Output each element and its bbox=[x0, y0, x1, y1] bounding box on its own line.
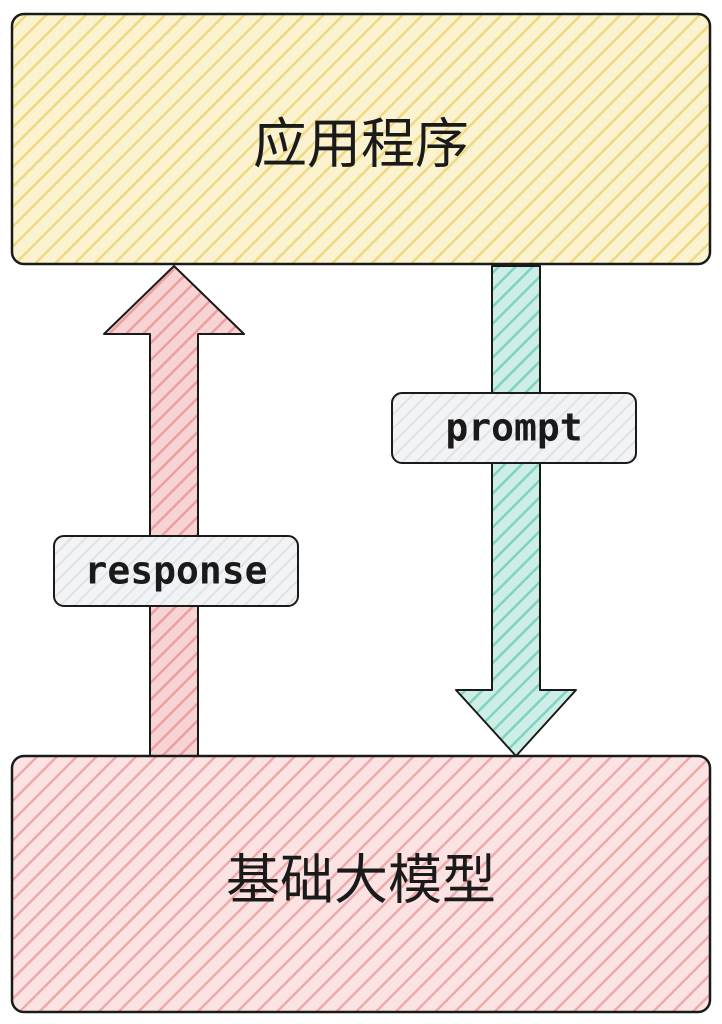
response-tag: response bbox=[53, 535, 299, 607]
prompt-tag-box bbox=[391, 392, 637, 464]
response-arrow-shape bbox=[103, 265, 245, 757]
application-label: 应用程序 bbox=[253, 113, 469, 176]
application-box-shape bbox=[10, 12, 712, 266]
foundation-model-box: 基础大模型 bbox=[10, 754, 712, 1014]
prompt-arrow bbox=[455, 265, 577, 757]
application-box: 应用程序 bbox=[10, 12, 712, 266]
prompt-tag: prompt bbox=[391, 392, 637, 464]
response-arrow bbox=[103, 265, 245, 757]
response-label: response bbox=[84, 549, 267, 593]
response-tag-box bbox=[53, 535, 299, 607]
foundation-model-label: 基础大模型 bbox=[226, 849, 496, 912]
prompt-label: prompt bbox=[445, 406, 582, 450]
prompt-arrow-shape bbox=[455, 265, 577, 757]
foundation-model-box-shape bbox=[10, 754, 712, 1014]
